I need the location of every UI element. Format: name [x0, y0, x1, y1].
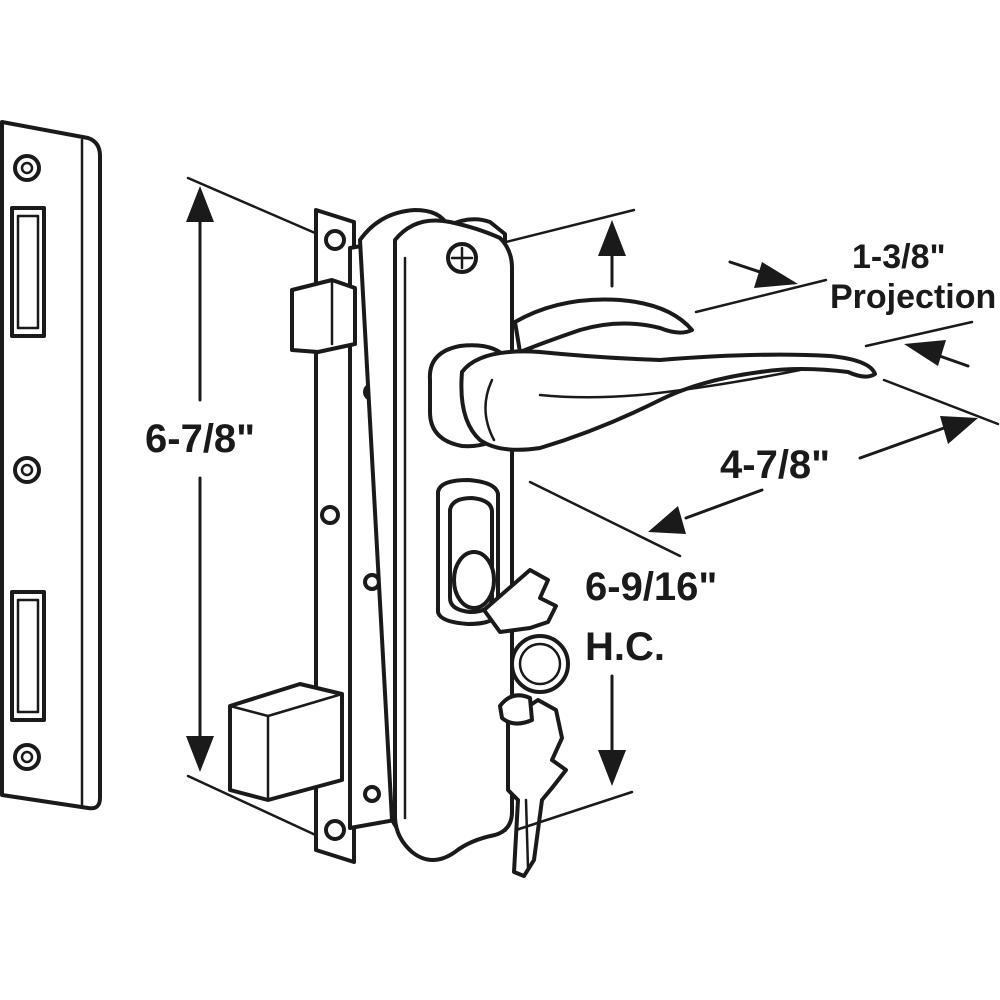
hole-center-abbrev-label: H.C.	[585, 625, 665, 669]
lever-handle-front	[459, 349, 877, 452]
hole-center-value-label: 6-9/16"	[585, 565, 717, 609]
handle-length-label: 4-7/8"	[720, 443, 830, 487]
strike-plate	[0, 120, 102, 811]
strike-screw-hole-bottom	[13, 743, 41, 771]
hole-center-dimension: 6-9/16" H.C.	[504, 208, 717, 832]
projection-caption-label: Projection	[830, 278, 996, 316]
strike-screw-hole-top	[13, 154, 41, 182]
keys	[482, 568, 570, 878]
lever-handle-back	[513, 297, 694, 354]
handle-length-dimension: 4-7/8"	[528, 378, 1000, 558]
dead-bolt	[228, 682, 344, 802]
spare-key	[506, 698, 568, 878]
overall-height-label: 6-7/8"	[145, 417, 255, 461]
key-in-lock	[482, 568, 558, 634]
strike-screw-hole-middle	[13, 456, 41, 484]
projection-value-label: 1-3/8"	[852, 238, 946, 276]
latch-bolt	[290, 278, 357, 354]
overall-height-dimension: 6-7/8"	[145, 176, 324, 840]
projection-dimension: 1-3/8" Projection	[694, 238, 996, 368]
mortise-lock-body	[228, 208, 397, 864]
